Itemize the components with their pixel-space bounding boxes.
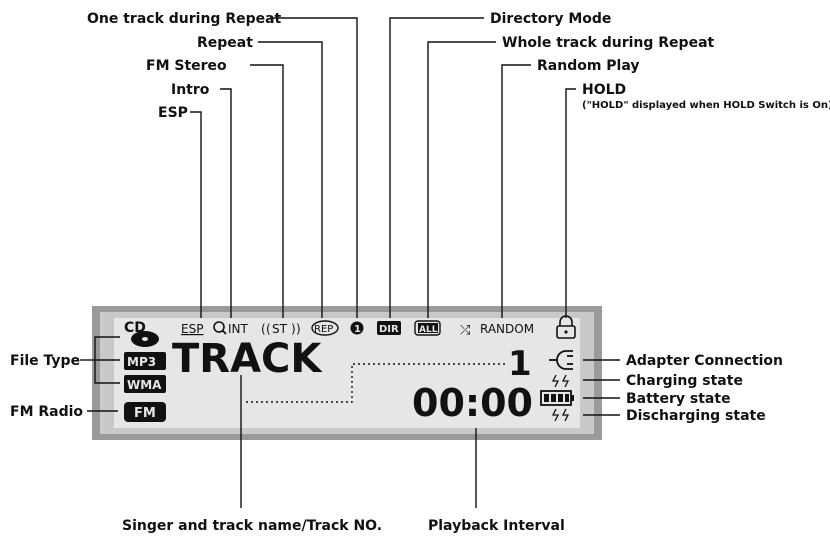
svg-text:ST: ST <box>272 322 288 336</box>
svg-text:Playback Interval: Playback Interval <box>428 518 565 534</box>
file-type-indicators: CD MP3 WMA FM <box>124 320 166 422</box>
svg-text:DIR: DIR <box>379 324 399 335</box>
label-directory-mode: Directory Mode <box>389 11 611 318</box>
label-battery-state: Battery state <box>583 391 731 407</box>
wma-indicator: WMA <box>124 375 166 393</box>
svg-text:HOLD: HOLD <box>582 82 626 98</box>
svg-text:Random Play: Random Play <box>537 58 640 74</box>
svg-text:ALL: ALL <box>419 325 438 335</box>
fm-indicator: FM <box>124 402 166 422</box>
cd-icon: CD <box>124 320 159 347</box>
svg-text:Adapter Connection: Adapter Connection <box>626 353 783 369</box>
label-one-track-repeat: One track during Repeat <box>87 11 358 318</box>
esp-indicator: ESP <box>181 322 203 336</box>
svg-text:REP: REP <box>314 324 333 335</box>
svg-text:): ) <box>296 322 301 336</box>
label-repeat: Repeat <box>197 35 323 318</box>
charging-icon <box>551 374 570 388</box>
svg-text:("HOLD" displayed when HOLD Sw: ("HOLD" displayed when HOLD Switch is On… <box>582 100 830 111</box>
svg-text:Repeat: Repeat <box>197 35 253 51</box>
svg-text:1: 1 <box>354 324 361 335</box>
svg-text:FM: FM <box>134 406 156 421</box>
lcd-panel <box>92 306 602 440</box>
label-hold: HOLD ("HOLD" displayed when HOLD Switch … <box>565 82 830 318</box>
lcd-indicator-row: ESP INT ( ( ST ) ) REP 1 DIR A <box>181 315 576 339</box>
stereo-indicator: ( ( ST ) ) <box>261 322 301 336</box>
svg-text:Discharging state: Discharging state <box>626 408 766 424</box>
track-link-dotted <box>246 363 505 403</box>
lock-icon <box>556 315 576 339</box>
svg-text:ESP: ESP <box>158 105 188 121</box>
intro-indicator: INT <box>213 321 249 336</box>
label-file-type: File Type <box>10 336 120 384</box>
label-singer-track: Singer and track name/Track NO. <box>122 375 382 534</box>
label-whole-track-repeat: Whole track during Repeat <box>427 35 715 318</box>
svg-text:Intro: Intro <box>171 82 210 98</box>
svg-text:): ) <box>291 322 296 336</box>
svg-text:Directory Mode: Directory Mode <box>490 11 611 27</box>
svg-text:WMA: WMA <box>127 378 162 392</box>
adapter-icon <box>549 350 573 370</box>
one-track-repeat-indicator: 1 <box>350 321 364 335</box>
repeat-indicator: REP <box>311 320 339 336</box>
track-number: 1 <box>508 344 532 384</box>
random-indicator: ⤮ RANDOM <box>460 322 534 338</box>
label-fm-stereo: FM Stereo <box>146 58 284 318</box>
svg-text:FM Stereo: FM Stereo <box>146 58 227 74</box>
discharging-icon <box>551 408 570 422</box>
track-text: TRACK <box>172 336 323 382</box>
shuffle-icon: ⤮ <box>460 323 471 338</box>
svg-text:(: ( <box>266 322 271 336</box>
label-adapter-connection: Adapter Connection <box>583 353 783 369</box>
svg-text:Charging state: Charging state <box>626 373 743 389</box>
svg-text:Battery state: Battery state <box>626 391 731 407</box>
svg-text:FM Radio: FM Radio <box>10 404 83 420</box>
svg-text:Whole track during Repeat: Whole track during Repeat <box>502 35 715 51</box>
mp3-indicator: MP3 <box>124 352 166 370</box>
label-random-play: Random Play <box>501 58 640 318</box>
magnifier-icon <box>213 321 225 333</box>
svg-text:One track during Repeat: One track during Repeat <box>87 11 282 27</box>
svg-text:(: ( <box>261 322 266 336</box>
label-playback-interval: Playback Interval <box>428 428 565 534</box>
svg-text:RANDOM: RANDOM <box>480 322 534 336</box>
svg-text:Singer and track name/Track NO: Singer and track name/Track NO. <box>122 518 382 534</box>
label-esp: ESP <box>158 105 202 318</box>
svg-text:MP3: MP3 <box>127 355 156 369</box>
lcd-screen <box>114 318 580 428</box>
svg-text:INT: INT <box>228 322 249 336</box>
dir-indicator: DIR <box>377 321 401 335</box>
label-intro: Intro <box>171 82 232 318</box>
label-fm-radio: FM Radio <box>10 404 118 420</box>
svg-text:File Type: File Type <box>10 353 80 369</box>
label-discharging-state: Discharging state <box>583 408 766 424</box>
battery-icon <box>540 390 574 406</box>
label-charging-state: Charging state <box>583 373 743 389</box>
playback-time: 00:00 <box>412 381 533 425</box>
all-indicator: ALL <box>414 320 441 336</box>
